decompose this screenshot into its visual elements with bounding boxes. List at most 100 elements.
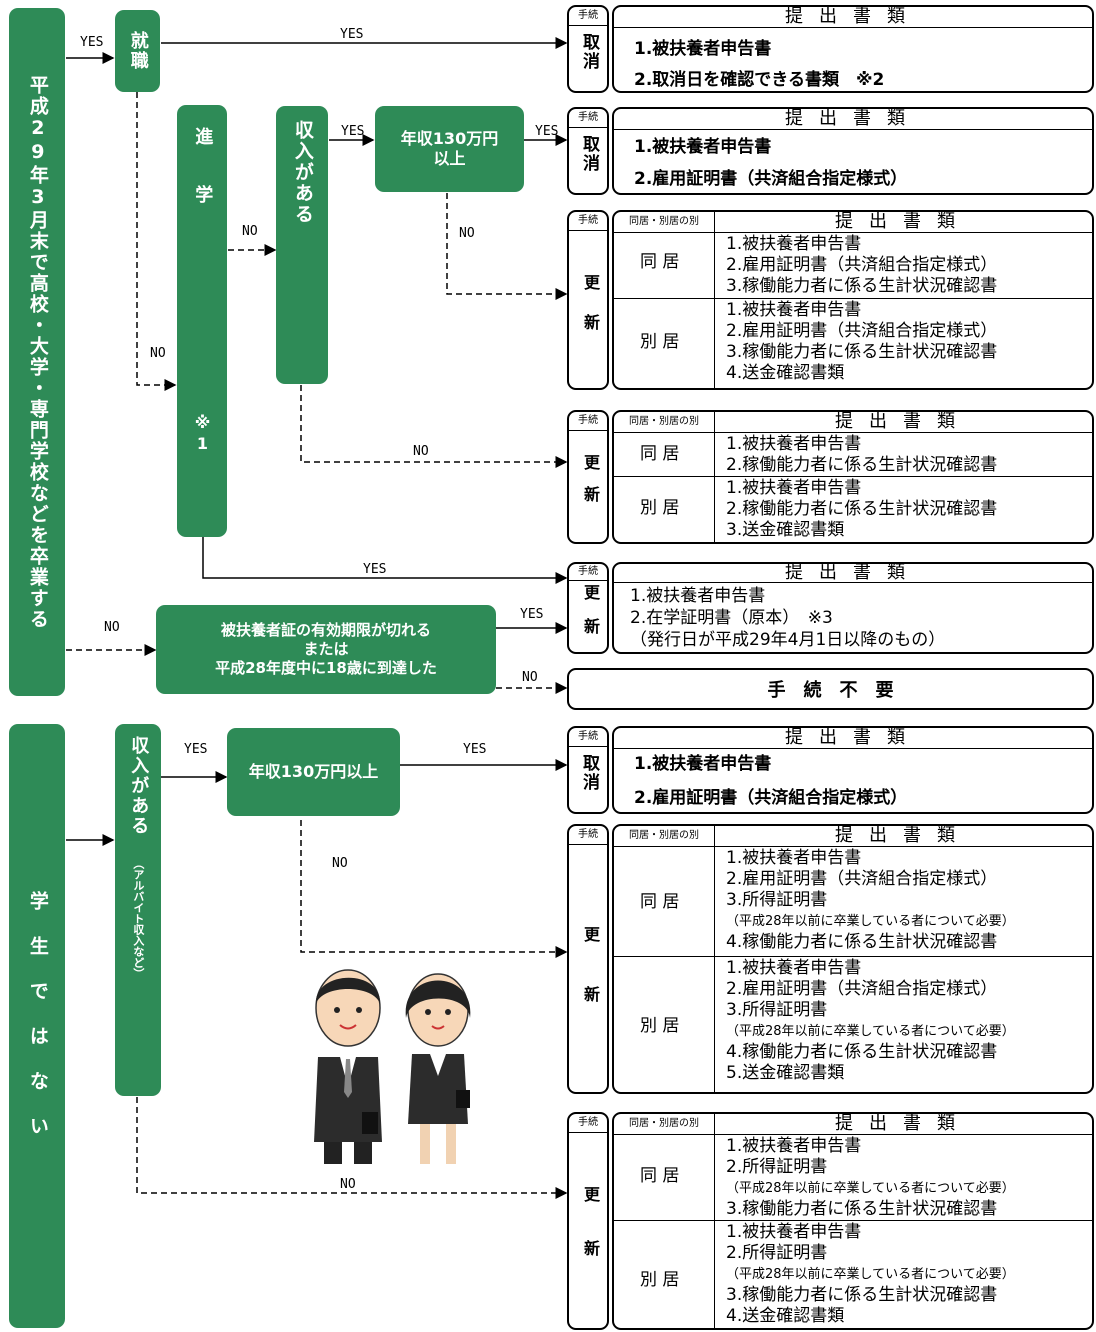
residence-header: 同居・別居の別	[614, 212, 714, 233]
income-box: 収入がある	[276, 106, 328, 384]
doc-item: 2.雇用証明書（共済組合指定様式）	[726, 255, 998, 275]
together-label: 同 居	[640, 1166, 680, 1186]
graduate-title-box: 平成29年3月末で高校・大学・専門学校などを卒業する	[9, 8, 65, 696]
doc-item: 3.稼働能力者に係る生計状況確認書	[726, 1199, 998, 1219]
t3-documents: 同居・別居の別 提出書類 同 居 別 居 1.被扶養者申告書 2.雇用証明書（共…	[612, 210, 1094, 390]
doc-item: 2.取消日を確認できる書類 ※2	[634, 70, 885, 90]
man-figure	[314, 969, 382, 1164]
doc-item: 4.送金確認書類	[726, 363, 845, 383]
doc-item: （発行日が平成29年4月1日以降のもの）	[630, 630, 946, 650]
doc-item: 3.所得証明書	[726, 1000, 828, 1020]
doc-item: 4.稼働能力者に係る生計状況確認書	[726, 1042, 998, 1062]
documents-header: 提出書類	[714, 412, 1092, 433]
no-label: NO	[104, 620, 120, 635]
doc-item: 1.被扶養者申告書	[726, 1136, 862, 1156]
doc-item: 1.被扶養者申告書	[726, 434, 862, 454]
t4-documents: 同居・別居の別 提出書類 同 居 別 居 1.被扶養者申告書 2.稼働能力者に係…	[612, 410, 1094, 544]
no-label: NO	[150, 346, 166, 361]
doc-note: （平成28年以前に卒業している者について必要）	[726, 1181, 1015, 1196]
no-label: NO	[340, 1177, 356, 1192]
no-label: NO	[332, 856, 348, 871]
yes-label: YES	[363, 562, 387, 577]
nonstudent-income-box: 収入がある （アルバイト収入など）	[115, 724, 161, 1096]
doc-item: 2.雇用証明書（共済組合指定様式）	[634, 169, 908, 189]
renew-label: 更新	[581, 454, 600, 518]
t1-documents: 提出書類 1.被扶養者申告書 2.取消日を確認できる書類 ※2	[612, 5, 1094, 93]
doc-item: 1.被扶養者申告書	[634, 39, 772, 59]
t3-procedure-cell: 手続 更新	[567, 210, 609, 390]
study-box: 進学 ※1	[177, 105, 227, 537]
doc-item: 4.稼働能力者に係る生計状況確認書	[726, 932, 998, 952]
renew-label: 更新	[581, 1186, 600, 1294]
nonstudent-income-label: 収入がある	[128, 736, 150, 836]
doc-item: 2.在学証明書（原本） ※3	[630, 608, 833, 628]
no-label: NO	[413, 444, 429, 459]
doc-note: （平成28年以前に卒業している者について必要）	[726, 1024, 1015, 1039]
nonstudent-threshold-box: 年収130万円以上	[227, 728, 400, 816]
doc-item: 3.稼働能力者に係る生計状況確認書	[726, 342, 998, 362]
t2-procedure-cell: 手続 取消	[567, 107, 609, 195]
doc-item: 1.被扶養者申告書	[630, 586, 766, 606]
doc-item: 2.雇用証明書（共済組合指定様式）	[726, 869, 998, 889]
t7-documents: 同居・別居の別 提出書類 同 居 別 居 1.被扶養者申告書 2.雇用証明書（共…	[612, 824, 1094, 1094]
doc-item: 1.被扶養者申告書	[726, 300, 862, 320]
no-label: NO	[242, 224, 258, 239]
t8-procedure-cell: 手続 更新	[567, 1112, 609, 1330]
doc-item: 2.稼働能力者に係る生計状況確認書	[726, 455, 998, 475]
doc-item: 2.雇用証明書（共済組合指定様式）	[726, 979, 998, 999]
residence-header: 同居・別居の別	[614, 1114, 714, 1135]
renew-label: 更新	[581, 584, 600, 652]
apart-label: 別 居	[640, 332, 680, 352]
cancel-label: 取消	[579, 33, 599, 71]
cancel-label: 取消	[579, 754, 599, 792]
expiry-question-box: 被扶養者証の有効期限が切れる または 平成28年度中に18歳に到達した	[156, 605, 496, 694]
t1-procedure-cell: 手続 取消	[567, 5, 609, 93]
yes-label: YES	[463, 742, 487, 757]
doc-item: 1.被扶養者申告書	[726, 478, 862, 498]
renew-label: 更新	[581, 926, 600, 1046]
doc-item: 2.所得証明書	[726, 1157, 828, 1177]
documents-header: 提出書類	[714, 826, 1092, 847]
together-label: 同 居	[640, 252, 680, 272]
doc-item: 1.被扶養者申告書	[726, 848, 862, 868]
doc-item: 3.送金確認書類	[726, 520, 845, 540]
nonstudent-title-box: 学生ではない	[9, 724, 65, 1328]
procedure-header: 手続	[569, 1114, 607, 1133]
doc-item: 3.所得証明書	[726, 890, 828, 910]
doc-item: 1.被扶養者申告書	[726, 1222, 862, 1242]
doc-item: 5.送金確認書類	[726, 1063, 845, 1083]
apart-label: 別 居	[640, 498, 680, 518]
documents-header: 提出書類	[614, 7, 1092, 28]
procedure-header: 手続	[569, 826, 607, 845]
procedure-header: 手続	[569, 564, 607, 581]
together-label: 同 居	[640, 892, 680, 912]
documents-header: 提出書類	[714, 1114, 1092, 1135]
doc-item: 2.雇用証明書（共済組合指定様式）	[634, 788, 908, 808]
apart-label: 別 居	[640, 1016, 680, 1036]
doc-item: 1.被扶養者申告書	[634, 137, 772, 157]
residence-header: 同居・別居の別	[614, 826, 714, 847]
yes-label: YES	[184, 742, 208, 757]
t4-procedure-cell: 手続 更新	[567, 410, 609, 544]
doc-item: 1.被扶養者申告書	[634, 754, 772, 774]
doc-item: 3.稼働能力者に係る生計状況確認書	[726, 1285, 998, 1305]
no-label: NO	[459, 226, 475, 241]
study-note: ※1	[193, 413, 212, 455]
together-label: 同 居	[640, 444, 680, 464]
t2-documents: 提出書類 1.被扶養者申告書 2.雇用証明書（共済組合指定様式）	[612, 107, 1094, 195]
no-label: NO	[522, 670, 538, 685]
doc-item: 2.雇用証明書（共済組合指定様式）	[726, 321, 998, 341]
yes-label: YES	[341, 124, 365, 139]
doc-note: （平成28年以前に卒業している者について必要）	[726, 914, 1015, 929]
nonstudent-income-sub: （アルバイト収入など）	[131, 858, 145, 979]
documents-header: 提出書類	[714, 212, 1092, 233]
woman-figure	[405, 973, 471, 1164]
study-label: 進学	[192, 127, 214, 243]
doc-item: 2.所得証明書	[726, 1243, 828, 1263]
t6-documents: 提出書類 1.被扶養者申告書 2.雇用証明書（共済組合指定様式）	[612, 726, 1094, 814]
t8-documents: 同居・別居の別 提出書類 同 居 別 居 1.被扶養者申告書 2.所得証明書 （…	[612, 1112, 1094, 1330]
income-threshold-box: 年収130万円以上	[375, 106, 524, 192]
procedure-header: 手続	[569, 212, 607, 231]
documents-header: 提出書類	[614, 728, 1092, 749]
